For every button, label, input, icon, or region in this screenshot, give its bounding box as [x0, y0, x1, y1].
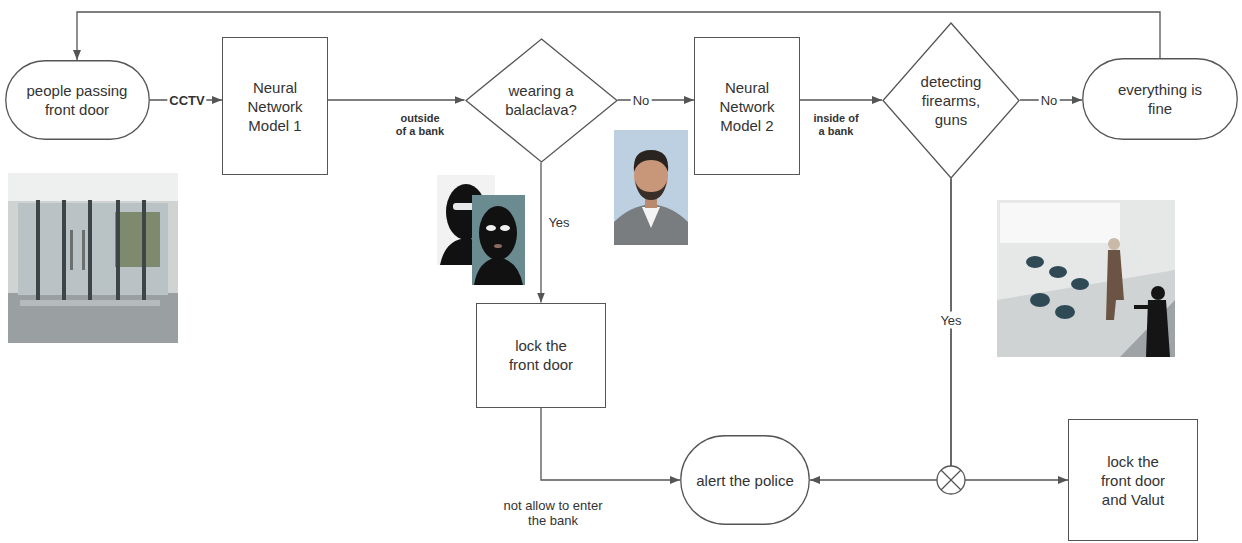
flow-arrow — [618, 99, 695, 100]
face-photo — [614, 130, 688, 245]
door-frame — [88, 200, 92, 300]
robber-head — [1151, 286, 1165, 300]
door-handle — [82, 230, 85, 270]
chair — [1030, 293, 1050, 307]
terminal-outline — [5, 61, 149, 140]
door-handle — [70, 230, 73, 270]
edge-label: CCTV — [167, 92, 206, 109]
floor — [8, 293, 178, 343]
door-frame — [62, 200, 66, 300]
node-outline — [5, 60, 150, 140]
terminal-node: people passing front door — [5, 60, 150, 140]
node-text: Neural Network Model 2 — [712, 78, 782, 135]
node-text: Neural Network Model 1 — [240, 78, 310, 135]
balaclava-photo — [437, 175, 525, 285]
node-text-group: Neural Network Model 1 — [240, 78, 310, 135]
node-text: wearing a balaclava? — [501, 81, 581, 119]
chair — [1055, 305, 1075, 319]
back-wall — [1000, 203, 1120, 243]
flow-arrow — [540, 163, 541, 303]
edge-label: No — [1039, 92, 1060, 109]
flow-arrow — [951, 179, 1068, 481]
flow-arrow — [810, 179, 951, 481]
hair — [634, 150, 668, 172]
suit — [614, 204, 688, 245]
person-head — [1108, 238, 1120, 250]
junction-circle — [937, 466, 965, 494]
shirt — [642, 207, 660, 228]
chair — [1071, 278, 1089, 290]
flow-arrow — [541, 408, 680, 481]
node-outline — [1082, 58, 1238, 140]
masked-head — [479, 206, 517, 260]
process-box: Neural Network Model 2 — [694, 37, 800, 175]
node-text-group: lock the front door — [501, 336, 581, 374]
eye-hole — [500, 225, 510, 231]
edge-label: Yes — [546, 214, 571, 231]
terminal-node: everything is fine — [1082, 58, 1238, 140]
terminal-node: alert the police — [680, 435, 810, 525]
shoulders — [474, 257, 523, 285]
ceiling — [8, 173, 178, 201]
decision-diamond: wearing a balaclava? — [465, 38, 618, 163]
node-text-group: Neural Network Model 2 — [712, 78, 782, 135]
node-text: lock the front door — [501, 336, 581, 374]
process-box: lock the front door and Valut — [1068, 419, 1198, 541]
edge-label: No — [631, 92, 652, 109]
door-photo — [8, 173, 178, 343]
photo-ground — [614, 130, 688, 245]
mouth-hole — [494, 244, 502, 248]
node-text: lock the front door and Valut — [1093, 452, 1173, 509]
door-frame — [142, 200, 146, 300]
node-text-group: people passing front door — [20, 81, 135, 119]
eye-hole — [486, 225, 496, 231]
bank-cctv-photo — [997, 200, 1175, 357]
photo-ground — [472, 195, 525, 285]
node-text-group: alert the police — [696, 471, 794, 490]
node-text-group: wearing a balaclava? — [501, 81, 581, 119]
person — [1106, 250, 1124, 320]
flow-arrow — [800, 99, 882, 100]
floor-reflection — [20, 300, 160, 306]
edge-label: Yes — [938, 312, 963, 329]
floor — [997, 270, 1175, 357]
decision-diamond: detecting firearms, guns — [882, 22, 1020, 179]
node-outline — [465, 38, 618, 163]
chair — [1026, 256, 1044, 268]
process-box: lock the front door — [476, 303, 606, 408]
node-text: detecting firearms, guns — [915, 72, 987, 129]
junction-cross — [941, 470, 961, 490]
gun — [1134, 305, 1152, 309]
counter — [1120, 300, 1175, 357]
process-box: Neural Network Model 1 — [222, 37, 328, 175]
terminal-outline — [1083, 59, 1238, 140]
terminal-outline — [681, 436, 810, 525]
diamond-outline — [883, 23, 1019, 178]
node-text-group: detecting firearms, guns — [915, 72, 987, 129]
split-junction — [937, 466, 965, 494]
diamond-outline — [466, 39, 617, 162]
door-frame — [36, 200, 40, 300]
node-text: everything is fine — [1108, 80, 1213, 118]
photo-ground — [8, 173, 178, 343]
beard — [635, 180, 667, 200]
node-text: people passing front door — [20, 81, 135, 119]
edge-label: inside of a bank — [810, 111, 862, 139]
greenery — [115, 212, 160, 267]
node-text-group: lock the front door and Valut — [1093, 452, 1173, 509]
edge-label: outside of a bank — [392, 111, 448, 139]
node-text-group: everything is fine — [1108, 80, 1213, 118]
door-frame — [116, 200, 120, 300]
photo-ground — [997, 200, 1175, 357]
junction-cross — [941, 470, 961, 490]
flow-arrow — [328, 99, 465, 100]
chair — [1049, 266, 1067, 278]
node-text: alert the police — [696, 471, 794, 490]
edge-label: not allow to enter the bank — [491, 497, 615, 529]
